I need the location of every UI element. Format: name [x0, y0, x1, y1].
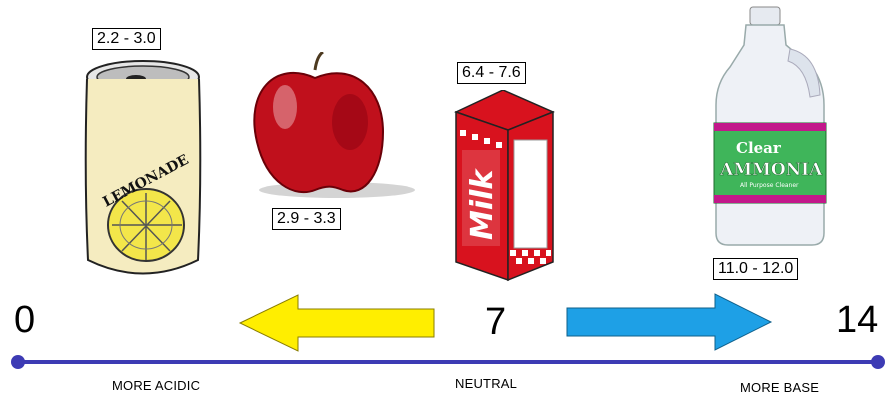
ammonia-label-small: All Purpose Cleaner: [740, 182, 799, 189]
scale-start-dot: [11, 355, 25, 369]
ammonia-ph-range: 11.0 - 12.0: [713, 258, 798, 280]
carton-label-text: Milk: [465, 168, 500, 240]
apple-image: [245, 52, 415, 202]
acidic-direction-arrow: [238, 293, 438, 353]
neutral-label: NEUTRAL: [455, 376, 517, 391]
ph-scale-line: [0, 352, 886, 372]
milk-carton-image: Milk: [448, 90, 563, 285]
lemonade-can-image: LEMONADE: [78, 55, 208, 280]
apple-ph-range: 2.9 - 3.3: [272, 208, 341, 230]
ammonia-label-line2: AMMONIA: [719, 160, 823, 180]
ammonia-bottle-image: Clear AMMONIA All Purpose Cleaner: [700, 5, 840, 250]
lemonade-ph-range: 2.2 - 3.0: [92, 28, 161, 50]
more-base-label: MORE BASE: [740, 380, 819, 395]
scale-min-label: 0: [14, 300, 35, 340]
milk-ph-range: 6.4 - 7.6: [457, 62, 526, 84]
base-direction-arrow: [565, 292, 775, 352]
scale-end-dot: [871, 355, 885, 369]
more-acidic-label: MORE ACIDIC: [112, 378, 200, 393]
ammonia-label-line1: Clear: [736, 139, 782, 157]
scale-mid-label: 7: [485, 302, 506, 342]
scale-max-label: 14: [836, 300, 878, 340]
